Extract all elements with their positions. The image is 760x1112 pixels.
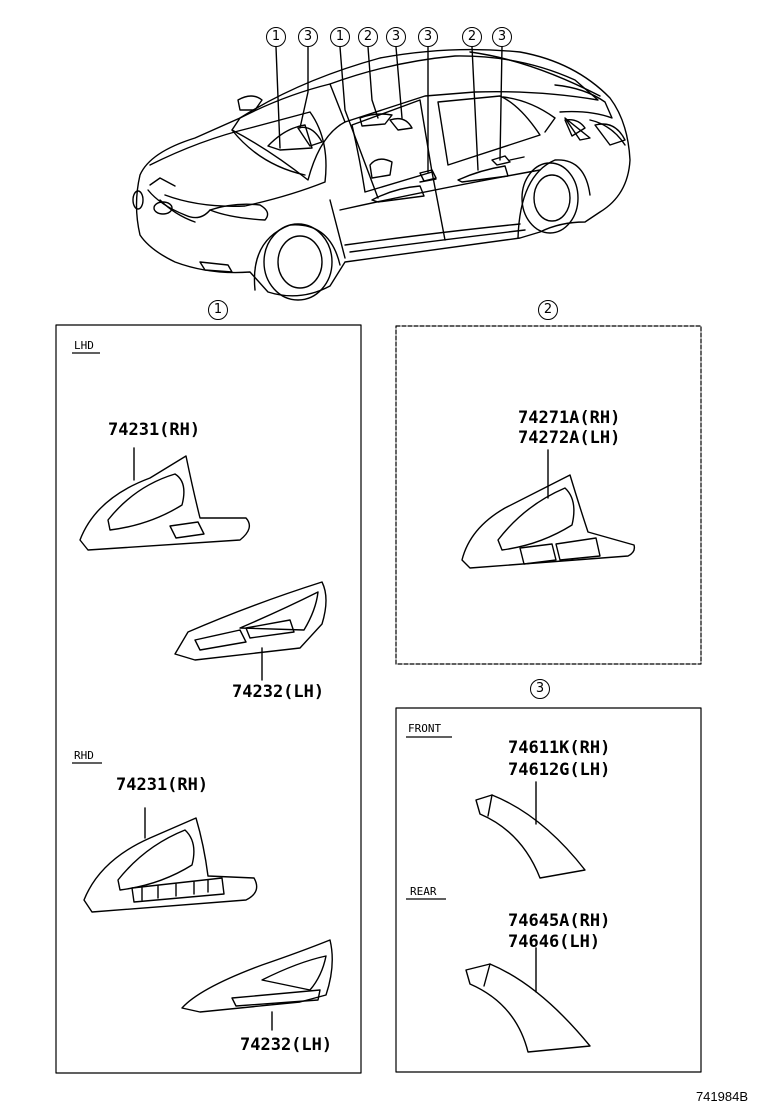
callout-3: 3 (386, 27, 406, 47)
part-74232-rhd-drawing (181, 939, 333, 1031)
lhd-part-74231: 74231(RH) (108, 420, 201, 440)
rhd-part-74231: 74231(RH) (116, 775, 209, 795)
part-74612g: 74612G(LH) (508, 760, 611, 780)
callout-3: 3 (418, 27, 438, 47)
callout-1: 1 (330, 27, 350, 47)
part-74645a-drawing (465, 947, 591, 1053)
illustration-code: 741984B (695, 1089, 748, 1104)
part-74272a: 74272A(LH) (518, 428, 621, 448)
part-74611k-drawing (475, 781, 586, 879)
rear-title: REAR (410, 885, 437, 898)
car-illustration (132, 46, 631, 301)
callout-2: 2 (358, 27, 378, 47)
callout-3: 3 (298, 27, 318, 47)
front-title: FRONT (408, 722, 442, 735)
rhd-title: RHD (74, 749, 94, 762)
part-74271a: 74271A(RH) (518, 408, 621, 428)
part-74271a-drawing (461, 449, 636, 569)
part-74232-lhd-drawing (174, 581, 327, 681)
panel1-callout: 1 (208, 300, 228, 320)
part-74231-rhd-drawing (83, 807, 258, 913)
panel3-callout: 3 (530, 679, 550, 699)
part-74231-lhd-drawing (79, 447, 251, 551)
rhd-part-74232: 74232(LH) (240, 1035, 333, 1055)
part-74611k: 74611K(RH) (508, 738, 611, 758)
lhd-part-74232: 74232(LH) (232, 682, 325, 702)
callout-1: 1 (266, 27, 286, 47)
callout-3: 3 (492, 27, 512, 47)
part-74645a: 74645A(RH) (508, 911, 611, 931)
panel2-callout: 2 (538, 300, 558, 320)
callout-2: 2 (462, 27, 482, 47)
lhd-title: LHD (74, 339, 94, 352)
part-74646: 74646(LH) (508, 932, 601, 952)
